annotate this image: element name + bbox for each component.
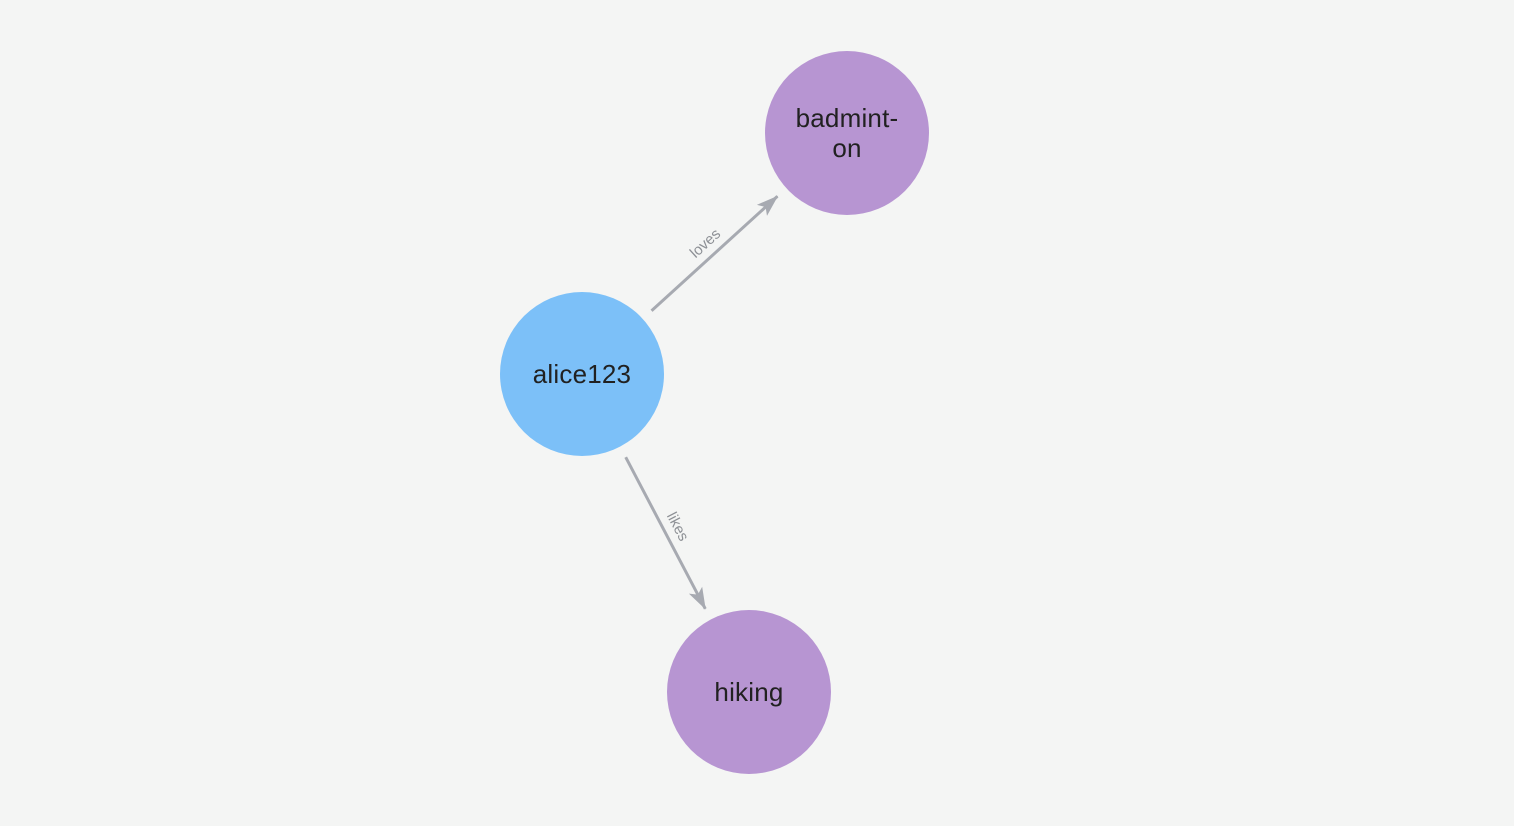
edge-likes[interactable] (624, 456, 707, 610)
graph-node-alice123[interactable]: alice123 (500, 292, 664, 456)
node-label: hiking (714, 677, 783, 707)
node-label-line: badmint- (795, 103, 899, 133)
graph-node-badminton[interactable]: badmint-on (765, 51, 929, 215)
edge-label-loves[interactable]: loves (687, 225, 724, 261)
node-label-line: alice123 (532, 359, 632, 389)
edge-loves[interactable] (650, 195, 779, 312)
graph-node-hiking[interactable]: hiking (667, 610, 831, 774)
node-label: alice123 (533, 359, 631, 389)
node-label-line: hiking (714, 677, 784, 707)
node-label: badmint-on (796, 103, 899, 163)
node-label-line: on (832, 133, 862, 163)
